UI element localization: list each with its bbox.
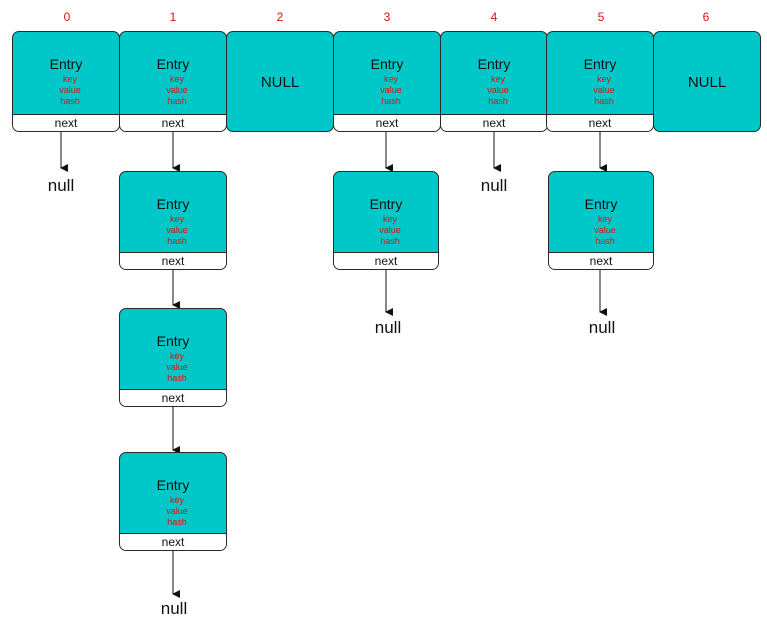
entry-next-field: next [549,252,653,269]
null-bucket-label: NULL [687,74,727,91]
entry-hash-label: hash [167,236,187,246]
entry-box-chain-1-b: Entry key value hash next [119,171,227,270]
entry-next-field: next [120,252,226,269]
bucket-index-6: 6 [702,10,710,24]
entry-next-field: next [120,389,226,406]
entry-fields: key value hash [120,74,226,107]
entry-box-chain-3-b: Entry key value hash next [333,171,439,270]
null-terminator-bucket-3: null [374,318,402,337]
entry-box-bucket-5: Entry key value hash next [546,31,654,132]
entry-key-label: key [596,74,611,84]
bucket-index-0: 0 [63,10,71,24]
entry-value-label: value [166,225,188,235]
null-terminator-bucket-5: null [588,318,616,337]
entry-title: Entry [583,56,617,72]
entry-key-label: key [383,74,398,84]
entry-key-label: key [597,214,612,224]
entry-value-label: value [166,506,188,516]
bucket-index-4: 4 [490,10,498,24]
entry-title: Entry [156,333,190,349]
bucket-index-3: 3 [383,10,391,24]
entry-hash-label: hash [167,517,187,527]
null-bucket-2: NULL [226,31,334,132]
entry-next-field: next [547,114,653,131]
entry-box-bucket-1: Entry key value hash next [119,31,227,132]
entry-box-bucket-0: Entry key value hash next [12,31,120,132]
bucket-index-2: 2 [276,10,284,24]
entry-value-label: value [487,85,509,95]
entry-key-label: key [169,74,184,84]
entry-key-label: key [382,214,397,224]
entry-hash-label: hash [380,236,400,246]
entry-box-chain-1-d: Entry key value hash next [119,452,227,551]
null-terminator-bucket-0: null [47,176,75,195]
entry-fields: key value hash [549,214,653,247]
entry-title: Entry [370,56,404,72]
entry-fields: key value hash [334,214,438,247]
entry-fields: key value hash [547,74,653,107]
entry-fields: key value hash [120,495,226,528]
entry-fields: key value hash [441,74,547,107]
entry-hash-label: hash [381,96,401,106]
entry-title: Entry [584,196,618,212]
bucket-index-1: 1 [169,10,177,24]
entry-value-label: value [166,362,188,372]
entry-hash-label: hash [488,96,508,106]
entry-box-chain-5-b: Entry key value hash next [548,171,654,270]
null-terminator-bucket-1: null [160,599,188,618]
entry-fields: key value hash [120,214,226,247]
entry-hash-label: hash [167,96,187,106]
entry-next-field: next [334,114,440,131]
entry-hash-label: hash [595,236,615,246]
entry-fields: key value hash [13,74,119,107]
bucket-index-5: 5 [597,10,605,24]
entry-key-label: key [490,74,505,84]
null-bucket-6: NULL [653,31,761,132]
entry-title: Entry [156,196,190,212]
entry-title: Entry [369,196,403,212]
entry-box-bucket-3: Entry key value hash next [333,31,441,132]
entry-title: Entry [49,56,83,72]
entry-title: Entry [156,477,190,493]
entry-hash-label: hash [60,96,80,106]
null-bucket-label: NULL [260,74,300,91]
entry-hash-label: hash [167,373,187,383]
entry-key-label: key [169,495,184,505]
entry-box-chain-1-c: Entry key value hash next [119,308,227,407]
entry-next-field: next [120,533,226,550]
entry-value-label: value [166,85,188,95]
entry-next-field: next [441,114,547,131]
entry-key-label: key [169,214,184,224]
entry-key-label: key [169,351,184,361]
entry-hash-label: hash [594,96,614,106]
entry-value-label: value [594,225,616,235]
entry-next-field: next [120,114,226,131]
null-terminator-bucket-4: null [480,176,508,195]
entry-value-label: value [59,85,81,95]
entry-key-label: key [62,74,77,84]
entry-title: Entry [477,56,511,72]
entry-fields: key value hash [334,74,440,107]
entry-box-bucket-4: Entry key value hash next [440,31,548,132]
entry-title: Entry [156,56,190,72]
entry-next-field: next [334,252,438,269]
entry-fields: key value hash [120,351,226,384]
entry-value-label: value [380,85,402,95]
entry-value-label: value [593,85,615,95]
entry-next-field: next [13,114,119,131]
entry-value-label: value [379,225,401,235]
